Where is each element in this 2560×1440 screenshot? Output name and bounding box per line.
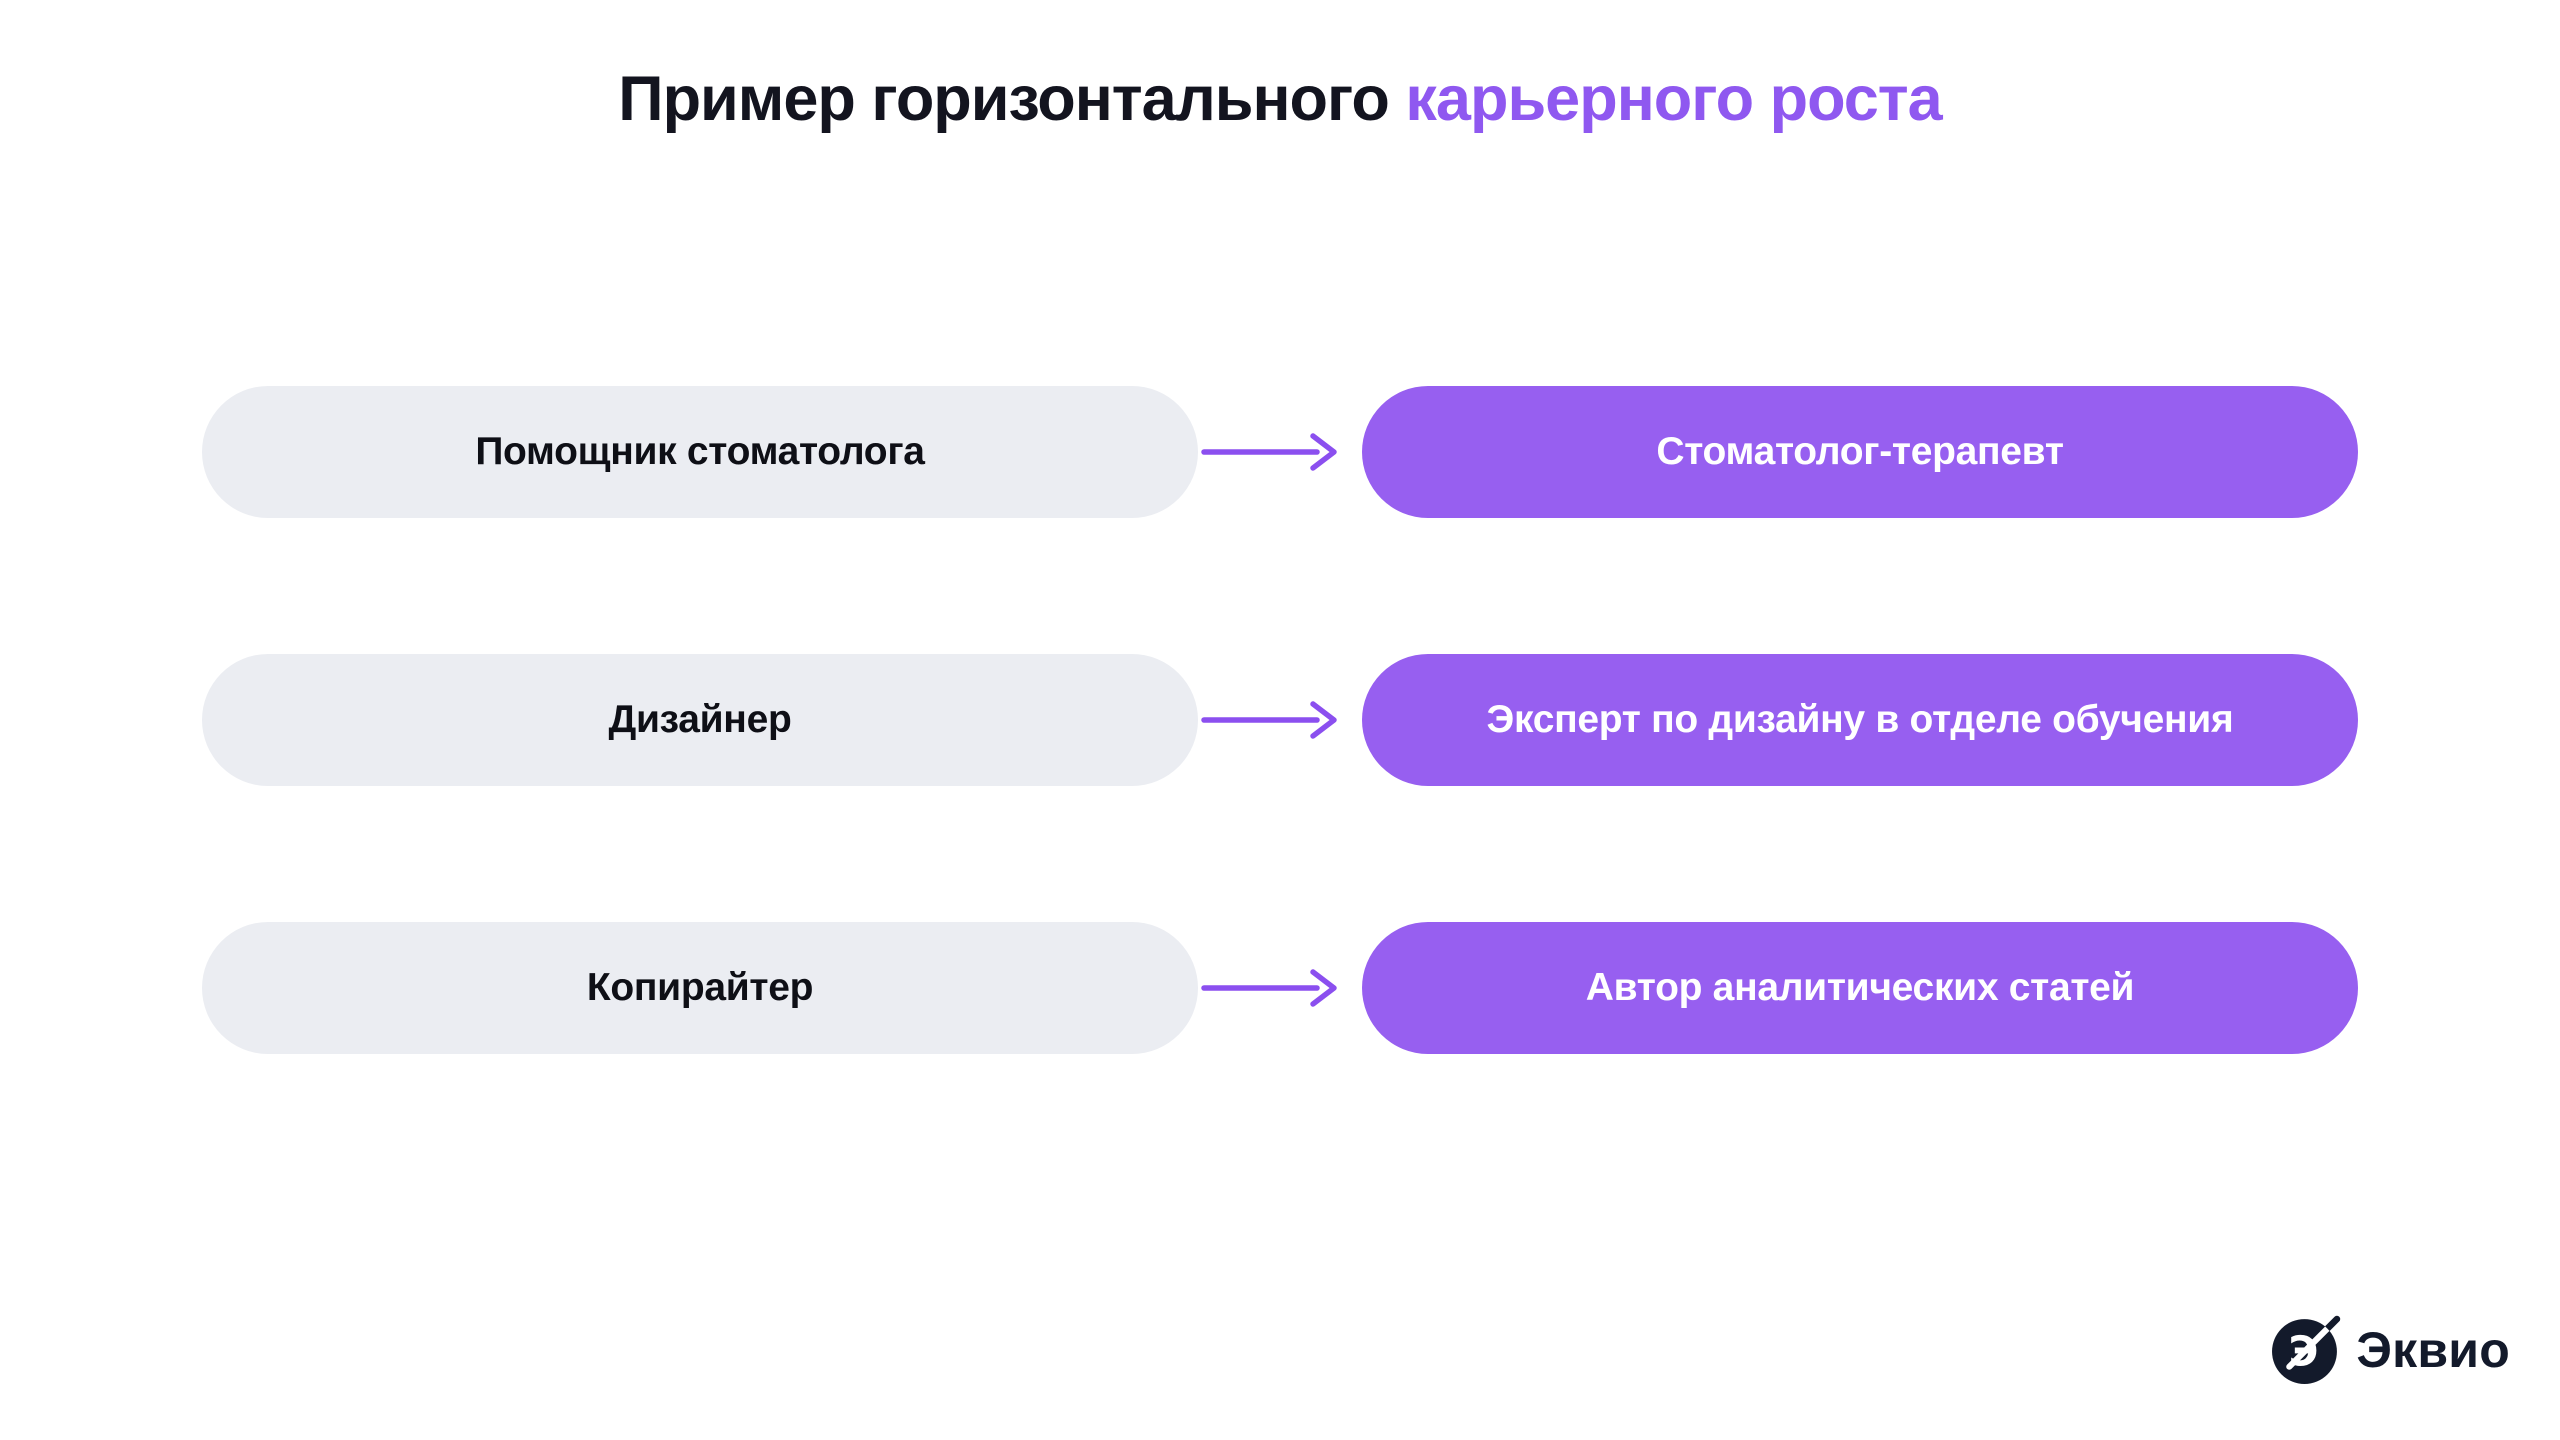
title-prefix: Пример горизонтального — [618, 64, 1406, 134]
target-role-pill: Стоматолог-терапевт — [1362, 386, 2358, 518]
source-role-pill: Копирайтер — [202, 922, 1198, 1054]
title-accent: карьерного роста — [1405, 64, 1942, 134]
source-role-pill: Дизайнер — [202, 654, 1198, 786]
arrow-right-icon — [1201, 701, 1337, 739]
target-role-pill: Эксперт по дизайну в отделе обучения — [1362, 654, 2358, 786]
source-role-pill: Помощник стоматолога — [202, 386, 1198, 518]
target-role-label: Стоматолог-терапевт — [1656, 430, 2064, 473]
career-row: Копирайтер Автор аналитических статей — [0, 922, 2560, 1054]
equeo-logo: Э Эквио — [2270, 1313, 2510, 1386]
source-role-label: Помощник стоматолога — [475, 430, 925, 473]
equeo-logo-text: Эквио — [2356, 1321, 2510, 1378]
target-role-pill: Автор аналитических статей — [1362, 922, 2358, 1054]
equeo-logo-icon: Э — [2272, 1315, 2341, 1384]
arrow-right-icon — [1201, 969, 1337, 1007]
source-role-label: Дизайнер — [608, 698, 792, 741]
page-title: Пример горизонтального карьерного роста — [0, 62, 2560, 138]
arrow-right-icon — [1201, 433, 1337, 471]
target-role-label: Автор аналитических статей — [1585, 966, 2135, 1009]
target-role-label: Эксперт по дизайну в отделе обучения — [1486, 698, 2234, 741]
career-row: Помощник стоматолога Стоматолог-терапевт — [0, 386, 2560, 518]
career-row: Дизайнер Эксперт по дизайну в отделе обу… — [0, 654, 2560, 786]
source-role-label: Копирайтер — [586, 966, 814, 1009]
